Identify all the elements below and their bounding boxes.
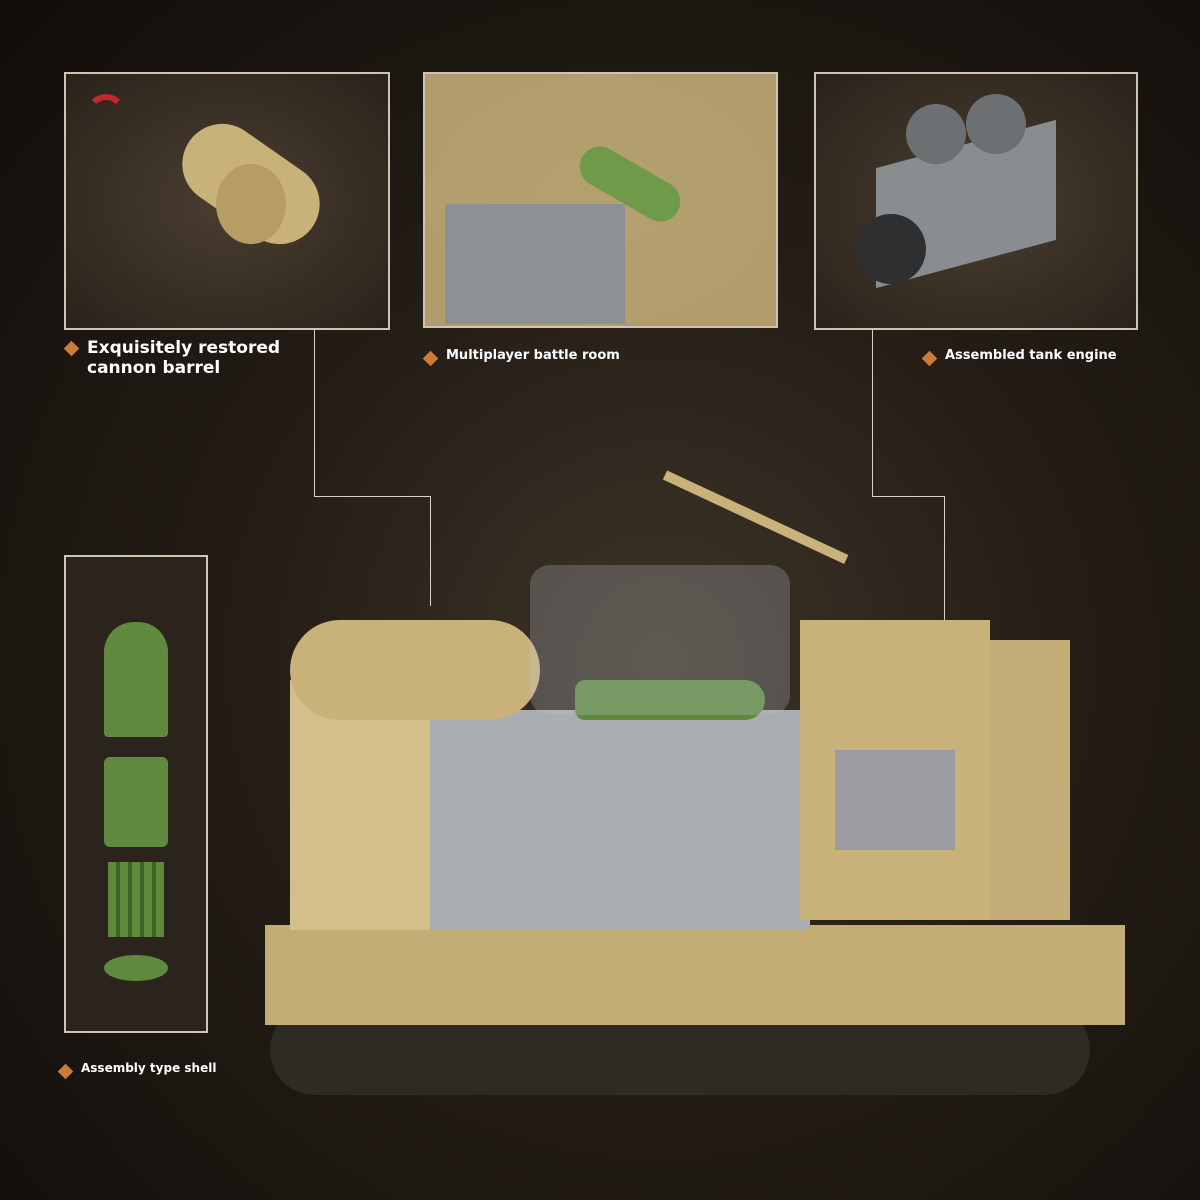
transparent-roof (530, 565, 790, 715)
air-filter-image (966, 94, 1026, 154)
engine-in-tank (835, 750, 955, 850)
battle-room-panel (423, 72, 778, 328)
cannon-mantlet (290, 620, 540, 720)
feature-label-shell: Assembly type shell (57, 1061, 217, 1080)
diamond-bullet-icon (63, 340, 80, 357)
shell-casing-image (108, 862, 164, 937)
mantlet-image (216, 164, 286, 244)
connector-line (872, 330, 873, 496)
shell-body-image (104, 757, 168, 847)
diamond-bullet-icon (422, 350, 439, 367)
connector-line (314, 496, 430, 497)
cannon-barrel-panel (64, 72, 390, 330)
hull-side (265, 925, 1125, 1025)
connector-line (314, 330, 315, 496)
rotate-arrow-icon (86, 94, 126, 134)
feature-label-engine: Assembled tank engine (921, 348, 1117, 367)
shell-base-image (104, 955, 168, 981)
air-filter-image (906, 104, 966, 164)
front-plate (290, 680, 440, 930)
diamond-bullet-icon (57, 1063, 74, 1080)
crew-compartment (430, 710, 810, 930)
engine-panel (814, 72, 1138, 330)
connector-line (430, 496, 431, 606)
rear-grille (990, 640, 1070, 920)
diamond-bullet-icon (921, 350, 938, 367)
connector-line (872, 496, 944, 497)
flywheel-image (856, 214, 926, 284)
label-text: Multiplayer battle room (446, 348, 620, 363)
interior-image (445, 204, 625, 324)
feature-label-battle-room: Multiplayer battle room (422, 348, 620, 367)
shell-tip-image (104, 622, 168, 737)
shell-panel (64, 555, 208, 1033)
label-text: Assembly type shell (81, 1061, 217, 1075)
crane-arm (662, 470, 849, 565)
label-line: Exquisitely restored (87, 338, 281, 358)
label-text: Assembled tank engine (945, 348, 1117, 363)
shell-in-tank (575, 680, 765, 720)
label-line: cannon barrel (87, 358, 221, 378)
